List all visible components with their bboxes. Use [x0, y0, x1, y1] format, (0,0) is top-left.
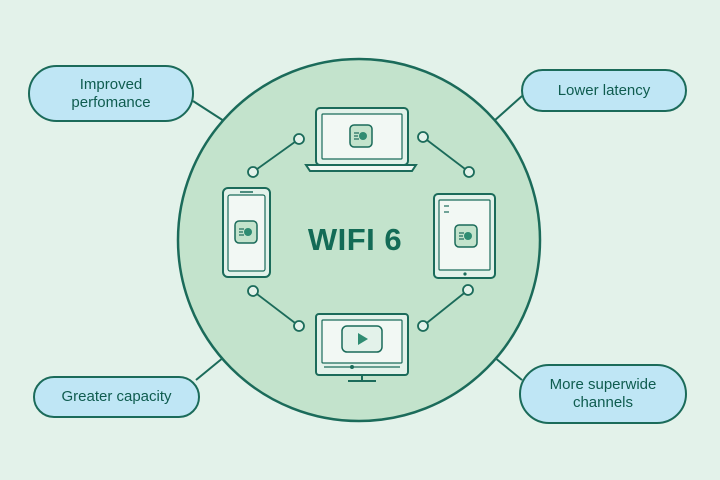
feature-improved-performance: Improved perfomance: [28, 65, 194, 122]
wifi-circle: [176, 57, 542, 423]
connector-bottom-right: [493, 356, 523, 381]
connector-top-right: [493, 95, 523, 122]
feature-lower-latency: Lower latency: [521, 69, 687, 112]
tablet-icon: [433, 193, 496, 279]
smartphone-icon: [222, 187, 271, 278]
laptop-icon: [304, 107, 418, 172]
feature-greater-capacity: Greater capacity: [33, 376, 200, 418]
node-links: [247, 131, 475, 332]
connector-top-left: [192, 100, 225, 122]
wifi6-title: WIFI 6: [307, 222, 403, 257]
feature-superwide-channels: More superwide channels: [519, 364, 687, 424]
monitor-icon: [315, 313, 409, 382]
connector-bottom-left: [195, 356, 225, 381]
